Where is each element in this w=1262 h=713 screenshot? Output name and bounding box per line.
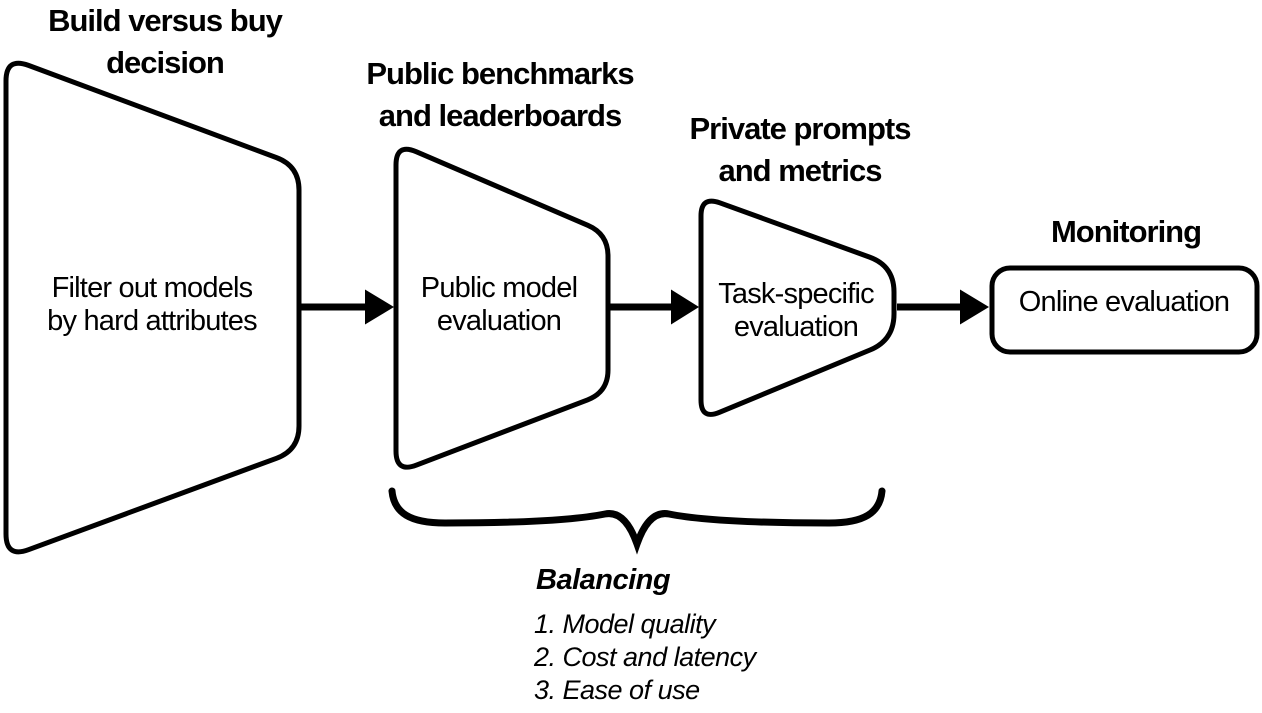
- arrow-head-icon: [365, 289, 394, 325]
- balancing-heading: Balancing: [536, 564, 671, 596]
- stage-2-label: Public model evaluation: [420, 272, 578, 337]
- funnel-stage-1-shape: [3, 60, 302, 555]
- arrow-head-icon: [960, 289, 989, 325]
- funnel-stage-3-shape: [698, 198, 897, 417]
- monitoring-box-shape: [989, 265, 1260, 355]
- flow-arrow-2: [610, 289, 699, 325]
- stage-1-label: Filter out models by hard attributes: [47, 272, 257, 337]
- balancing-list: 1. Model quality 2. Cost and latency 3. …: [534, 608, 756, 707]
- stage-4-label: Online evaluation: [1018, 286, 1230, 318]
- arrow-head-icon: [671, 289, 699, 325]
- funnel-stage-2-shape: [393, 146, 611, 470]
- stage-3-title: Private prompts and metrics: [689, 111, 911, 188]
- flow-arrow-1: [301, 289, 394, 325]
- balancing-item-3: 3. Ease of use: [534, 675, 700, 705]
- curly-brace: [388, 487, 886, 555]
- stage-4-title: Monitoring: [1050, 214, 1202, 249]
- stage-1-title: Build versus buy decision: [48, 3, 283, 80]
- stage-2-title: Public benchmarks and leaderboards: [366, 56, 634, 133]
- flow-arrow-3: [897, 289, 989, 325]
- stage-3-label: Task-specific evaluation: [718, 278, 874, 343]
- balancing-item-1: 1. Model quality: [534, 609, 716, 639]
- balancing-item-2: 2. Cost and latency: [534, 642, 756, 672]
